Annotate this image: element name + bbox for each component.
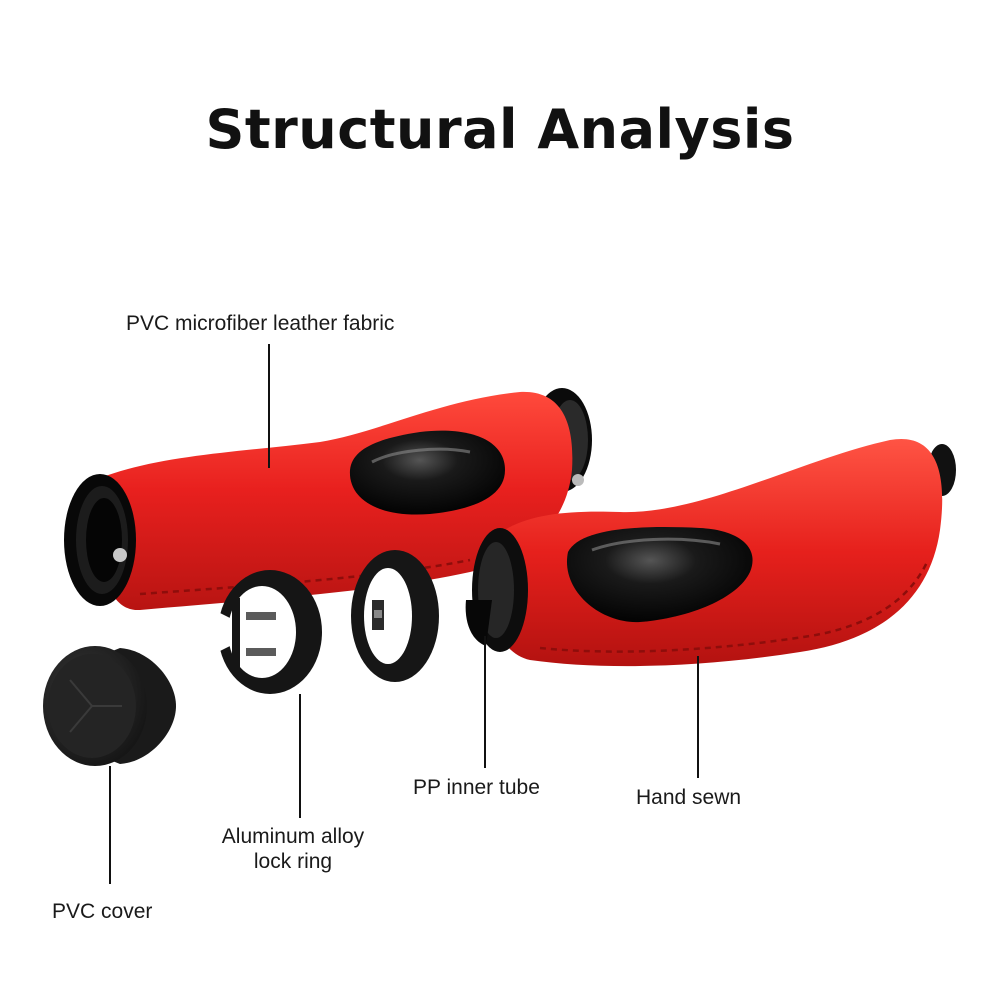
pvc-end-cover: [43, 646, 176, 766]
right-grip-black-insert: [566, 527, 753, 623]
label-pvc-cover: PVC cover: [52, 900, 153, 923]
right-grip-inner-tube: [465, 528, 528, 652]
label-hand-sewn: Hand sewn: [636, 786, 742, 809]
left-grip-open-end-ring: [64, 474, 136, 606]
loose-lock-ring-1: [214, 570, 322, 694]
right-grip-stitching: [539, 559, 930, 653]
leader-line-leather: [268, 344, 270, 468]
loose-lock-ring-2: [351, 550, 439, 682]
leader-line-lock-ring: [299, 694, 301, 818]
label-lock-ring-line2: lock ring: [253, 850, 333, 873]
leader-line-hand-sewn: [697, 656, 699, 778]
page-title: Structural Analysis: [205, 98, 795, 161]
right-grip: [465, 438, 956, 667]
leader-line-cover: [109, 766, 111, 884]
leader-line-inner-tube: [484, 636, 486, 768]
left-grip-stitching: [139, 558, 471, 596]
label-lock-ring: Aluminum alloy lock ring: [193, 824, 393, 874]
label-pp-inner-tube: PP inner tube: [413, 776, 540, 799]
label-leather-fabric: PVC microfiber leather fabric: [126, 312, 395, 335]
left-grip: [64, 388, 592, 611]
label-lock-ring-line1: Aluminum alloy: [221, 825, 365, 848]
